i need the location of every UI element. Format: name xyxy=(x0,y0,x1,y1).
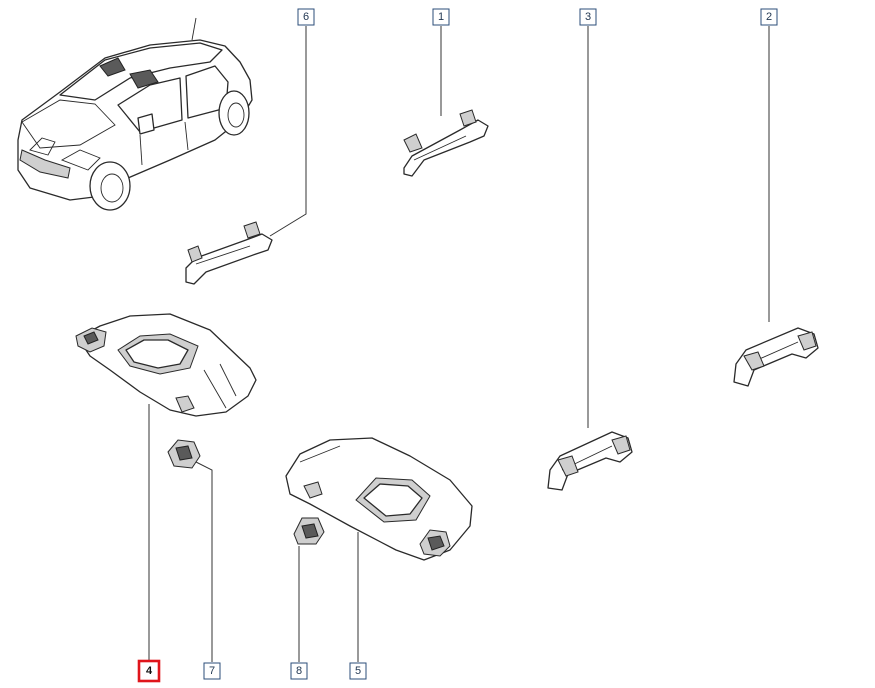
callout-4[interactable]: 4 xyxy=(137,659,161,683)
leader-lines xyxy=(148,26,770,662)
svg-text:6: 6 xyxy=(303,11,309,23)
svg-text:7: 7 xyxy=(209,665,215,677)
svg-text:8: 8 xyxy=(296,665,302,677)
vehicle-illustration xyxy=(17,17,253,211)
callout-8[interactable]: 8 xyxy=(290,662,308,680)
callout-2[interactable]: 2 xyxy=(760,8,778,26)
callout-5[interactable]: 5 xyxy=(349,662,367,680)
svg-text:3: 3 xyxy=(585,11,591,23)
grab-handle-6 xyxy=(185,221,273,285)
svg-text:1: 1 xyxy=(438,11,444,23)
callout-3[interactable]: 3 xyxy=(579,8,597,26)
svg-text:4: 4 xyxy=(146,665,153,677)
grab-handle-3 xyxy=(547,431,633,491)
callout-1[interactable]: 1 xyxy=(432,8,450,26)
visor-clip-8 xyxy=(293,517,325,545)
grab-handle-1 xyxy=(403,109,489,177)
callout-6[interactable]: 6 xyxy=(297,8,315,26)
sun-visor-4 xyxy=(75,313,257,417)
visor-clip-7 xyxy=(167,439,201,469)
leader-line-6 xyxy=(269,26,307,237)
grab-handle-2 xyxy=(733,327,819,387)
sun-visor-5 xyxy=(285,437,473,561)
svg-text:2: 2 xyxy=(766,11,772,23)
svg-text:5: 5 xyxy=(355,665,361,677)
callout-7[interactable]: 7 xyxy=(203,662,221,680)
leader-line-7 xyxy=(195,461,213,662)
